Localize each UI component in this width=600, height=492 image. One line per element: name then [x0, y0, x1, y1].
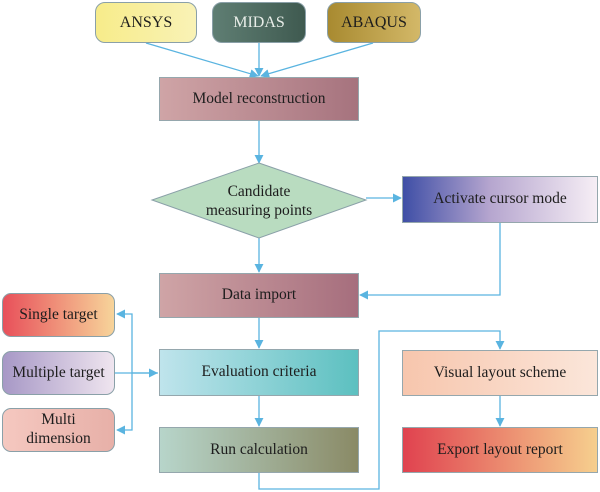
arrow-evaluation-to-single — [116, 309, 158, 374]
arrow-cursor-to-import — [359, 223, 501, 300]
arrow-evaluation-to-multi — [116, 373, 133, 435]
arrow-abaqus-to-model — [260, 42, 374, 79]
abaqus-box: ABAQUS — [327, 2, 421, 43]
multi-dimension-line-2: dimension — [26, 430, 91, 447]
data-import-box: Data import — [159, 273, 359, 318]
evaluation-criteria-box: Evaluation criteria — [159, 349, 359, 396]
visual-layout-scheme-label: Visual layout scheme — [433, 363, 567, 381]
midas-label: MIDAS — [233, 13, 285, 31]
arrow-run-to-visual — [258, 330, 505, 490]
multiple-target-label: Multiple target — [12, 363, 105, 381]
decision-diamond — [150, 162, 368, 239]
arrow-ansys-to-model — [145, 42, 259, 79]
single-target-label: Single target — [19, 305, 98, 323]
candidate-line-1: Candidate — [227, 182, 291, 200]
abaqus-label: ABAQUS — [341, 13, 407, 31]
candidate-measuring-points-label: Candidate measuring points — [152, 164, 366, 238]
multiple-target-box: Multiple target — [2, 351, 115, 395]
activate-cursor-mode-label: Activate cursor mode — [433, 190, 567, 208]
data-import-label: Data import — [221, 286, 297, 304]
visual-layout-scheme-box: Visual layout scheme — [402, 350, 598, 396]
ansys-label: ANSYS — [119, 13, 173, 31]
activate-cursor-mode-box: Activate cursor mode — [402, 176, 598, 223]
model-reconstruction-label: Model reconstruction — [192, 89, 326, 107]
single-target-box: Single target — [2, 293, 115, 337]
model-reconstruction-box: Model reconstruction — [159, 77, 359, 121]
candidate-line-2: measuring points — [205, 202, 313, 219]
ansys-box: ANSYS — [95, 2, 197, 43]
multi-dimension-line-1: Multi — [41, 411, 76, 429]
run-calculation-box: Run calculation — [159, 427, 359, 473]
midas-box: MIDAS — [212, 2, 306, 43]
run-calculation-label: Run calculation — [210, 440, 308, 458]
export-layout-report-label: Export layout report — [437, 440, 563, 458]
export-layout-report-box: Export layout report — [402, 427, 598, 473]
evaluation-criteria-label: Evaluation criteria — [201, 363, 317, 381]
